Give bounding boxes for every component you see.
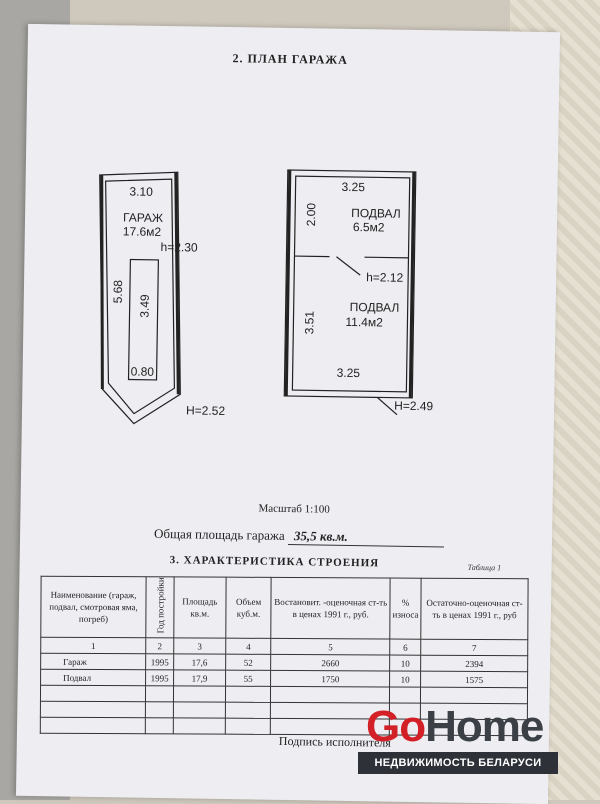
- table-cell: 1750: [270, 670, 390, 688]
- total-area-field: 35,5 кв.м.: [287, 528, 445, 548]
- table-cell: 52: [225, 654, 272, 671]
- table-cell: 7: [420, 639, 528, 656]
- garage-inner-outline: [105, 178, 175, 415]
- basement-door-swing: [336, 256, 361, 276]
- header-year: Год постройки: [145, 576, 175, 638]
- garage-outer-height: H=2.52: [186, 403, 226, 418]
- basement-leader-line: [376, 396, 398, 416]
- basement-room1-depth: 2.00: [304, 203, 318, 227]
- logo-tagline: НЕДВИЖИМОСТЬ БЕЛАРУСИ: [358, 752, 558, 774]
- total-area-value: 35,5 кв.м.: [293, 528, 348, 544]
- header-volume: Объем куб.м.: [225, 577, 272, 639]
- pit-length: 3.49: [137, 294, 151, 318]
- garage-width-top: 3.10: [129, 184, 153, 198]
- table-cell: 10: [389, 671, 421, 688]
- header-wear: % износа: [389, 578, 422, 640]
- basement-room2-depth: 3.51: [302, 311, 316, 335]
- basement-room1-name: ПОДВАЛ: [351, 206, 401, 221]
- table-cell: 2: [145, 637, 174, 654]
- basement-outline: [283, 169, 417, 399]
- table-cell: 2660: [271, 654, 390, 672]
- total-area-line: Общая площадь гаража 35,5 кв.м.: [153, 525, 445, 548]
- table-cell: 6: [389, 639, 421, 656]
- table-cell: 1995: [145, 669, 174, 686]
- basement-room2-area: 11.4м2: [345, 315, 383, 330]
- logo-go: Go: [366, 702, 426, 751]
- pit-width: 0.80: [131, 365, 155, 379]
- header-name: Наименование (гараж, подвал, смотровая я…: [40, 576, 147, 638]
- header-residual-cost: Остаточно-оценочная ст-ть в ценах 1991 г…: [420, 578, 529, 640]
- basement-partition-left: [294, 255, 330, 258]
- garage-area: 17.6м2: [123, 224, 162, 239]
- total-area-label: Общая площадь гаража: [153, 525, 285, 543]
- logo-wordmark: GoHome: [366, 700, 544, 754]
- section3-title: 3. ХАРАКТЕРИСТИКА СТРОЕНИЯ: [169, 554, 380, 570]
- table-cell: 3: [173, 637, 226, 655]
- table-cell: 1: [40, 637, 146, 654]
- table-cell: Гараж: [40, 653, 146, 670]
- basement-inner-outline: [291, 175, 411, 393]
- table-cell: 17,6: [173, 653, 226, 671]
- table-label: Таблица 1: [467, 562, 502, 573]
- table-cell: 1575: [420, 671, 528, 688]
- header-restore-cost: Востановит. -оценочная ст-ть в ценах 199…: [271, 577, 391, 640]
- table-cell: 2394: [420, 655, 528, 672]
- logo-home: Home: [425, 702, 544, 751]
- basement-partition-right: [364, 256, 409, 259]
- document-page: 2. ПЛАН ГАРАЖА 3.10 ГАРАЖ 17.6м2 h=2.30 …: [15, 23, 561, 804]
- garage-length: 5.68: [111, 280, 125, 304]
- inspection-pit: [127, 258, 160, 381]
- basement-outer-height: H=2.49: [394, 399, 434, 414]
- table-cell: 17,9: [173, 669, 226, 687]
- basement-wall-right: [408, 171, 416, 398]
- garage-name: ГАРАЖ: [123, 210, 163, 225]
- table-header-row: Наименование (гараж, подвал, смотровая я…: [40, 576, 529, 640]
- scale-label: Масштаб 1:100: [258, 502, 330, 516]
- table-cell: 10: [389, 655, 421, 672]
- basement-width-bottom: 3.25: [337, 366, 361, 380]
- table-cell: 55: [225, 670, 272, 687]
- table-cell: Подвал: [40, 669, 146, 686]
- gohome-watermark-logo: GoHome НЕДВИЖИМОСТЬ БЕЛАРУСИ: [358, 700, 558, 780]
- garage-wall-left: [100, 175, 104, 390]
- basement-wall-left: [284, 169, 292, 396]
- basement-ceiling-height: h=2.12: [366, 270, 404, 285]
- garage-ceiling-height: h=2.30: [160, 240, 198, 255]
- header-area: Площадь кв.м.: [173, 576, 226, 639]
- garage-wall-right: [174, 172, 180, 395]
- garage-floor-plan: 3.10 ГАРАЖ 17.6м2 h=2.30 5.68 3.49 0.80 …: [99, 169, 434, 425]
- table-cell: 4: [225, 638, 272, 655]
- basement-width-top: 3.25: [341, 180, 365, 194]
- basement-room2-name: ПОДВАЛ: [350, 300, 400, 315]
- basement-room1-area: 6.5м2: [353, 220, 385, 234]
- table-cell: 1995: [145, 653, 174, 670]
- table-cell: 5: [271, 638, 390, 656]
